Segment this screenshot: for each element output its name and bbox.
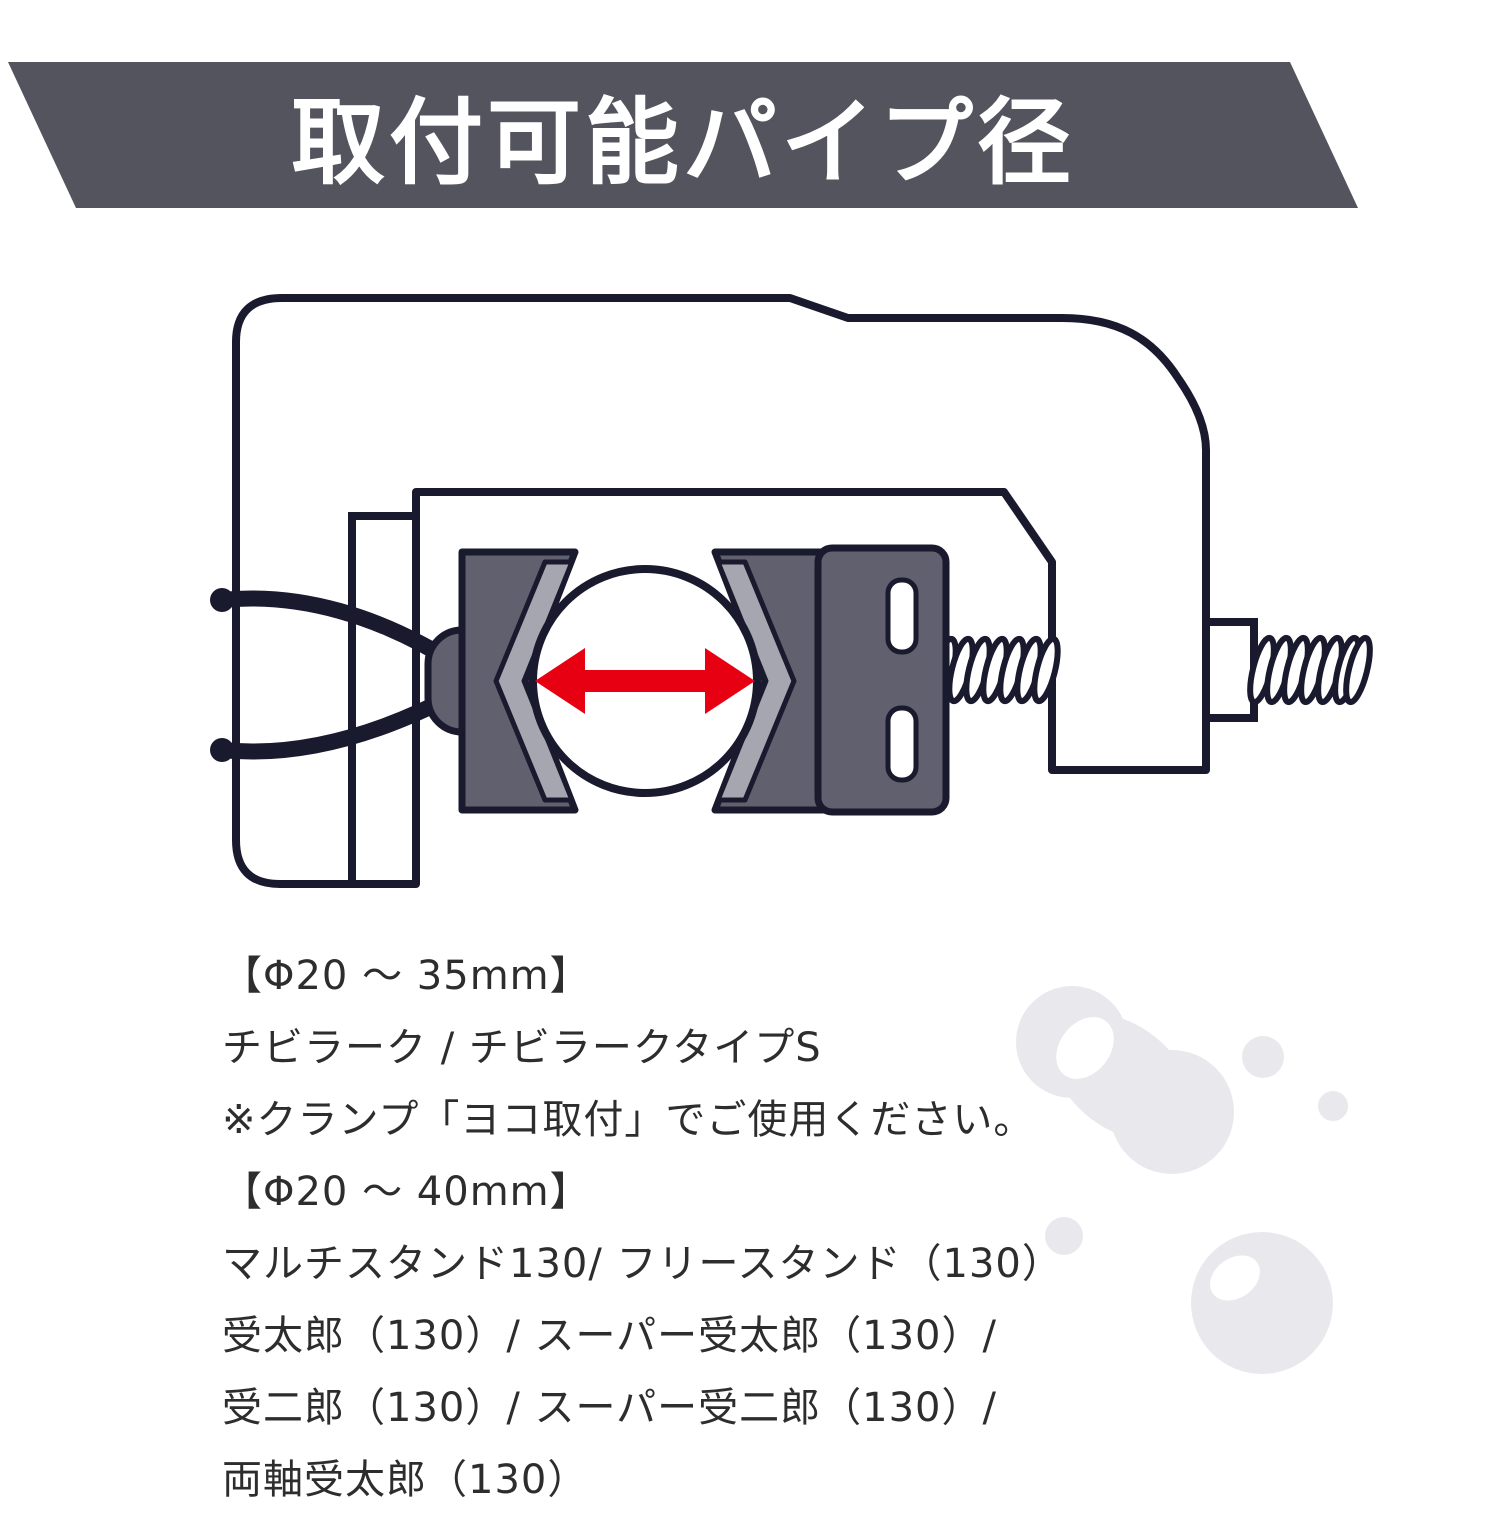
spec-line-models-2: マルチスタンド130/ フリースタンド（130） xyxy=(222,1241,1063,1287)
right-jaw xyxy=(711,544,950,816)
clamp-frame xyxy=(232,294,1210,888)
spec-line-models-5: 両軸受太郎（130） xyxy=(222,1457,589,1503)
spec-line-diameter-range-1: 【Φ20 ～ 35mm】 xyxy=(222,953,591,999)
spec-line-models-4: 受二郎（130）/ スーパー受二郎（130）/ xyxy=(222,1385,997,1431)
water-droplets xyxy=(1016,986,1348,1374)
spec-line-diameter-range-2: 【Φ20 ～ 40mm】 xyxy=(222,1169,591,1215)
spec-line-models-3: 受太郎（130）/ スーパー受太郎（130）/ xyxy=(222,1313,997,1359)
banner-title: 取付可能パイプ径 xyxy=(290,89,1075,198)
spec-line-models-1: チビラーク / チビラークタイプS xyxy=(222,1025,822,1071)
spec-text-block: 【Φ20 ～ 35mm】 チビラーク / チビラークタイプS ※クランプ「ヨコ取… xyxy=(222,940,1282,1516)
mount-pole xyxy=(348,512,416,880)
screw-rod xyxy=(929,618,1373,722)
left-jaw xyxy=(424,548,579,814)
banner: 取付可能パイプ径 xyxy=(8,62,1358,208)
spec-line-note: ※クランプ「ヨコ取付」でご使用ください。 xyxy=(222,1097,1035,1143)
diameter-range-arrow xyxy=(535,648,755,714)
